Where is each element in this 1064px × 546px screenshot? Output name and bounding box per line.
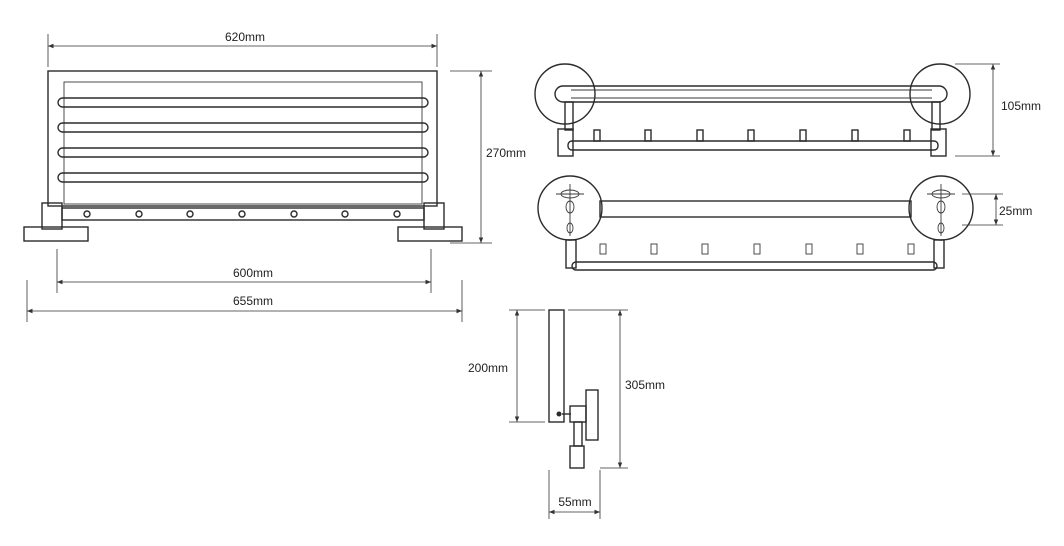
rear-hooks xyxy=(599,243,915,255)
front-frame xyxy=(47,70,438,207)
rear-view: 25mm xyxy=(537,175,1032,271)
front-rails xyxy=(57,97,429,183)
top-main-rail xyxy=(554,85,948,103)
side-upright xyxy=(548,309,565,423)
rear-main-rail xyxy=(599,200,912,218)
dim-620: 620mm xyxy=(225,30,265,44)
top-left-block xyxy=(557,128,574,157)
dim-270: 270mm xyxy=(486,146,526,160)
dim-200: 200mm xyxy=(468,361,508,375)
side-lower-bracket xyxy=(569,445,585,469)
side-view: 200mm 305mm 55mm xyxy=(468,309,665,519)
front-right-bracket xyxy=(397,202,463,242)
side-arm-block xyxy=(569,405,587,423)
front-hooks xyxy=(83,210,401,218)
top-view: 105mm xyxy=(534,63,1041,157)
dim-600: 600mm xyxy=(233,266,273,280)
dim-105: 105mm xyxy=(1001,99,1041,113)
side-wall-plate xyxy=(585,389,599,441)
dim-305: 305mm xyxy=(625,378,665,392)
rear-lower-rail xyxy=(571,261,938,271)
top-hooks xyxy=(593,129,911,142)
front-left-bracket xyxy=(23,202,89,242)
dim-55: 55mm xyxy=(558,495,591,509)
front-view: 620mm 270mm 600mm 655mm xyxy=(23,30,526,322)
rear-left-keyhole xyxy=(556,184,584,236)
rear-right-keyhole xyxy=(927,184,955,236)
dim-655: 655mm xyxy=(233,294,273,308)
dim-25: 25mm xyxy=(999,204,1032,218)
front-inner-frame xyxy=(63,81,423,205)
front-lower-bar xyxy=(61,207,425,221)
top-right-block xyxy=(930,128,947,157)
top-lower-rail xyxy=(567,140,939,151)
